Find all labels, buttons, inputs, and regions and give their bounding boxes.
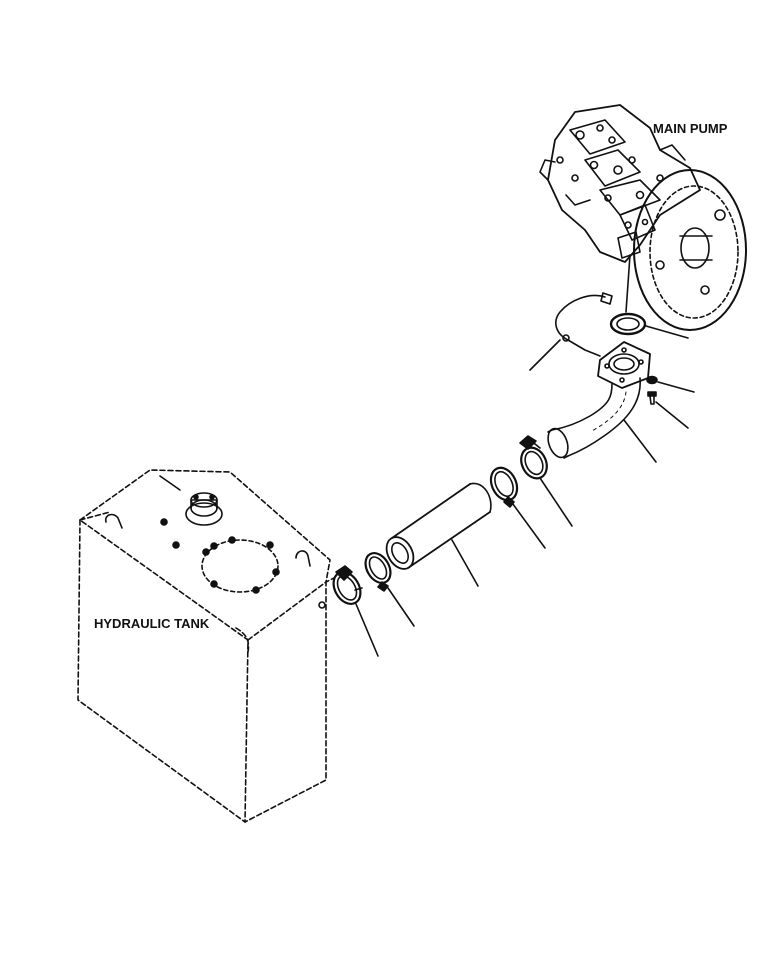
leader-clamp-lower-2 [356, 604, 378, 656]
leader-o-ring [646, 326, 688, 338]
hydraulic-tank [78, 470, 330, 822]
hose-clamp-upper-1 [516, 436, 551, 483]
leader-bolt [656, 402, 688, 428]
suction-elbow-flange [544, 342, 650, 460]
tank-port-line [326, 578, 334, 582]
main-pump [540, 105, 746, 330]
leader-hose [452, 540, 478, 586]
leader-clamp-upper-1 [540, 478, 572, 526]
leader-clamp-upper-2 [510, 500, 545, 548]
leader-pump-port [626, 255, 630, 312]
leader-elbow [624, 420, 656, 462]
pressure-sensor-wire [556, 293, 612, 356]
suction-hose [381, 483, 491, 573]
leader-clamp-lower-1 [388, 588, 414, 626]
hose-clamp-upper-2 [486, 464, 522, 507]
leader-washer [658, 382, 694, 392]
leader-sensor-wire [530, 340, 560, 370]
main-pump-label: MAIN PUMP [653, 121, 728, 136]
o-ring [611, 314, 645, 334]
hose-clamp-lower-1 [360, 549, 395, 591]
washer [647, 377, 657, 384]
tank-top-details [106, 476, 325, 608]
hose-clamp-lower-2 [328, 566, 366, 609]
bolt [648, 392, 656, 404]
hydraulic-tank-label: HYDRAULIC TANK [94, 616, 210, 631]
